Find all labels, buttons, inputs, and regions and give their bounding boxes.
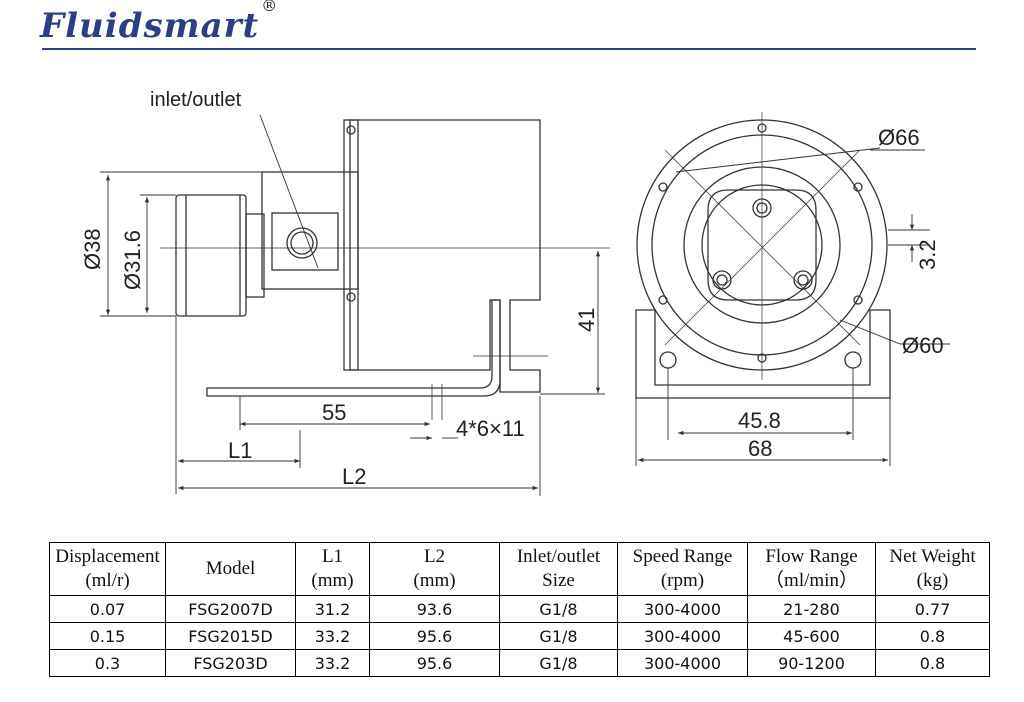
label-3-2: 3.2 <box>915 239 940 270</box>
cell-net-weight: 0.77 <box>875 595 990 623</box>
cell-net-weight: 0.8 <box>875 649 990 677</box>
header-flow-range: Flow Range（ml/min） <box>747 542 876 596</box>
cell-l1: 33.2 <box>295 649 370 677</box>
cell-net-weight: 0.8 <box>875 622 990 650</box>
spec-table: Displacement(ml/r) Model L1(mm) L2(mm) I… <box>49 542 990 677</box>
table-header-row: Displacement(ml/r) Model L1(mm) L2(mm) I… <box>49 542 990 596</box>
brand-logo: Fluidsmart® <box>40 0 278 46</box>
cell-port-size: G1/8 <box>499 595 618 623</box>
cell-port-size: G1/8 <box>499 649 618 677</box>
cell-flow-range: 21-280 <box>747 595 876 623</box>
brand-name: Fluidsmart <box>40 6 260 46</box>
cell-model: FSG203D <box>165 649 296 677</box>
label-45-8: 45.8 <box>738 408 781 433</box>
side-view <box>160 119 610 420</box>
label-68: 68 <box>748 436 772 461</box>
cell-flow-range: 90-1200 <box>747 649 876 677</box>
cell-l2: 95.6 <box>369 622 500 650</box>
header-displacement: Displacement(ml/r) <box>49 542 166 596</box>
header-speed-range: Speed Range(rpm) <box>617 542 748 596</box>
cell-l2: 93.6 <box>369 595 500 623</box>
cell-l2: 95.6 <box>369 649 500 677</box>
cell-model: FSG2015D <box>165 622 296 650</box>
table-row: 0.3 FSG203D 33.2 95.6 G1/8 300-4000 90-1… <box>49 649 990 677</box>
label-55: 55 <box>322 400 346 425</box>
cell-model: FSG2007D <box>165 595 296 623</box>
table-row: 0.15 FSG2015D 33.2 95.6 G1/8 300-4000 45… <box>49 622 990 650</box>
label-inlet-outlet: inlet/outlet <box>150 89 242 111</box>
cell-displacement: 0.15 <box>49 622 166 650</box>
side-view-dimensions <box>100 114 605 496</box>
label-41: 41 <box>574 308 599 332</box>
header-l1: L1(mm) <box>295 542 370 596</box>
cell-flow-range: 45-600 <box>747 622 876 650</box>
label-d38: Ø38 <box>80 228 105 270</box>
registered-mark: ® <box>261 0 279 15</box>
front-view-dimensions <box>635 147 950 466</box>
header-net-weight: Net Weight(kg) <box>875 542 990 596</box>
header-l2: L2(mm) <box>369 542 500 596</box>
label-l2: L2 <box>342 464 366 489</box>
cell-speed-range: 300-4000 <box>617 622 748 650</box>
label-l1: L1 <box>228 438 252 463</box>
cell-l1: 31.2 <box>295 595 370 623</box>
cell-speed-range: 300-4000 <box>617 649 748 677</box>
header-model: Model <box>165 542 296 596</box>
cell-l1: 33.2 <box>295 622 370 650</box>
label-d31-6: Ø31.6 <box>120 230 145 290</box>
label-holes: 4*6×11 <box>456 416 525 441</box>
table-row: 0.07 FSG2007D 31.2 93.6 G1/8 300-4000 21… <box>49 595 990 623</box>
cell-displacement: 0.07 <box>49 595 166 623</box>
label-d66: Ø66 <box>878 125 920 150</box>
label-d60: Ø60 <box>902 333 944 358</box>
cell-port-size: G1/8 <box>499 622 618 650</box>
technical-drawing: inlet/outlet Ø38 Ø31.6 41 55 4*6×11 L1 L… <box>80 89 950 496</box>
header-rule <box>42 48 976 50</box>
cell-speed-range: 300-4000 <box>617 595 748 623</box>
front-view <box>635 112 891 399</box>
cell-displacement: 0.3 <box>49 649 166 677</box>
